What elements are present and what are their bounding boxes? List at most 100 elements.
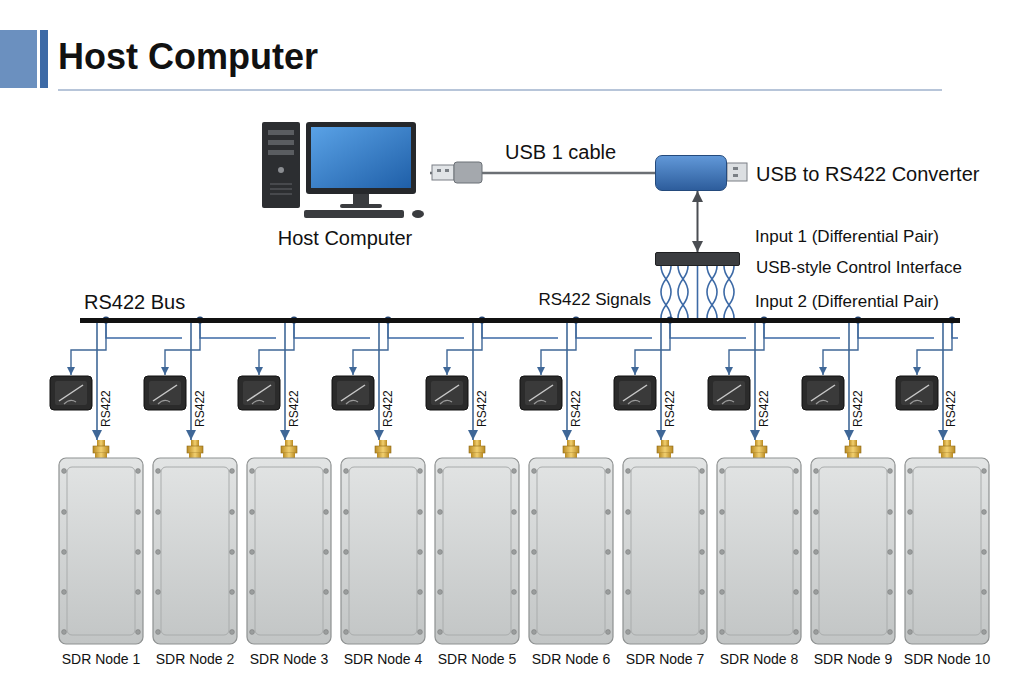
screw — [908, 550, 913, 555]
twisted-wire — [661, 266, 671, 318]
module-cable — [910, 400, 922, 404]
module-mark — [905, 385, 929, 401]
usb-plug-hole — [437, 169, 441, 172]
enclosure-body — [529, 458, 613, 644]
antenna-connector — [849, 440, 857, 446]
screw — [230, 469, 235, 474]
module-face — [525, 381, 557, 405]
screw — [344, 550, 349, 555]
signal-label: RS422 — [569, 388, 582, 429]
screw — [794, 590, 799, 595]
module-mark — [59, 385, 83, 401]
screw — [230, 550, 235, 555]
enclosure-body — [59, 458, 143, 644]
wire-label: USB 1 cable — [503, 141, 618, 163]
screw — [606, 550, 611, 555]
screw — [982, 510, 987, 515]
usb-plug-hole — [445, 169, 449, 172]
module-face — [807, 381, 839, 405]
monitor-frame — [306, 122, 416, 194]
screw — [62, 630, 67, 635]
screw — [250, 510, 255, 515]
module-cable — [816, 400, 828, 404]
enclosure-panel — [913, 467, 981, 635]
screw — [700, 550, 705, 555]
enclosure-body — [341, 458, 425, 644]
usb-plug-hole — [733, 167, 738, 170]
enclosure-panel — [631, 467, 699, 635]
twisted-pairs — [661, 266, 734, 318]
node-caption: SDR Node 10 — [901, 651, 993, 668]
sdr-node: SDR Node 1 — [58, 440, 144, 668]
antenna-module — [708, 376, 750, 410]
sdr-enclosure — [340, 440, 426, 645]
screw — [720, 510, 725, 515]
title-rule — [58, 89, 942, 91]
rs422-bus: RS422 Bus — [80, 318, 960, 323]
antenna-module — [50, 376, 92, 410]
node-caption: SDR Node 3 — [246, 651, 332, 668]
enclosure-panel — [161, 467, 229, 635]
branch-wire — [71, 320, 106, 375]
module-mark — [247, 385, 271, 401]
screw — [344, 590, 349, 595]
screw — [438, 469, 443, 474]
screw — [344, 469, 349, 474]
node-caption: SDR Node 7 — [622, 651, 708, 668]
antenna-connector — [473, 440, 481, 446]
screw — [250, 630, 255, 635]
screw — [230, 630, 235, 635]
screw — [606, 510, 611, 515]
keyboard — [304, 210, 404, 218]
sdr-node: SDR Node 4 — [340, 440, 426, 668]
screw — [626, 510, 631, 515]
page-title: Host Computer — [58, 37, 318, 77]
mouse — [412, 210, 424, 218]
usb-plug-body — [454, 162, 482, 183]
connector-nut — [469, 446, 485, 453]
screw — [250, 550, 255, 555]
screw — [512, 469, 517, 474]
screw — [438, 510, 443, 515]
sdr-enclosure — [622, 440, 708, 645]
antenna-connector — [943, 440, 951, 446]
twisted-wire — [707, 266, 717, 318]
screw — [512, 510, 517, 515]
screw — [626, 630, 631, 635]
screw — [156, 510, 161, 515]
screw — [532, 510, 537, 515]
twisted-wire — [661, 266, 671, 318]
module-cable — [722, 400, 734, 404]
screw — [794, 469, 799, 474]
antenna-connector — [567, 440, 575, 446]
node-caption: SDR Node 9 — [810, 651, 896, 668]
screw — [250, 469, 255, 474]
module-face — [713, 381, 745, 405]
signal-label: RS422 — [287, 388, 300, 429]
screw — [250, 590, 255, 595]
sdr-enclosure — [434, 440, 520, 645]
screw — [156, 469, 161, 474]
screw — [418, 510, 423, 515]
signal-label: RS422 — [193, 388, 206, 429]
sdr-enclosure — [716, 440, 802, 645]
screw — [982, 630, 987, 635]
screw — [418, 469, 423, 474]
branch-wire — [259, 320, 294, 375]
branch-wire — [917, 320, 952, 375]
connector-nut — [751, 446, 767, 453]
computer-illustration — [260, 118, 430, 220]
screw — [532, 550, 537, 555]
screw — [344, 510, 349, 515]
antenna-module — [896, 376, 938, 410]
branch-wire — [353, 320, 388, 375]
module-mark — [717, 385, 741, 401]
usb-converter: USB to RS422 Converter — [655, 155, 727, 191]
node-label: USB-style Control Interface — [756, 258, 962, 278]
rs422-drop — [378, 323, 380, 440]
usb-plug-metal — [432, 165, 454, 180]
usb-plug-metal — [727, 163, 747, 181]
rs422-drop — [660, 323, 662, 440]
title-bar — [0, 30, 37, 88]
screw — [888, 590, 893, 595]
